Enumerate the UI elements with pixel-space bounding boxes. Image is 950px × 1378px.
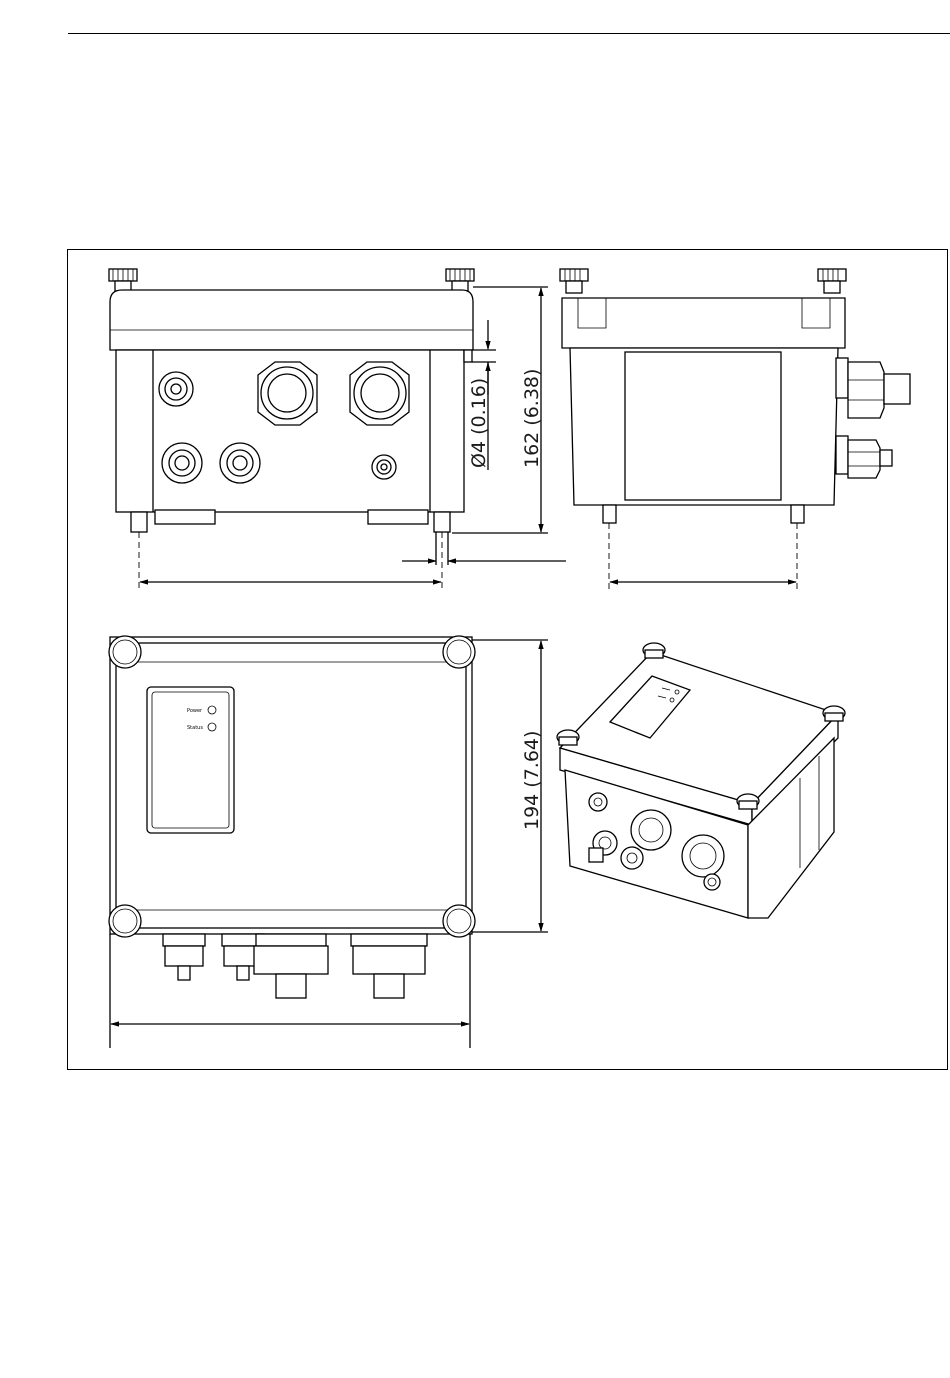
side-knob-left-icon [560, 269, 588, 293]
side-knob-right-icon [818, 269, 846, 293]
height-label: 162 (6.38) [521, 369, 543, 468]
top-view: Power Status [109, 636, 475, 998]
depth-label: 194 (7.64) [521, 731, 543, 830]
hole-diameter-label: Ø4 (0.16) [468, 378, 490, 468]
status-label: Status [187, 725, 203, 731]
front-view [109, 269, 474, 532]
power-label: Power [187, 708, 203, 714]
isometric-view [557, 643, 845, 918]
side-view [560, 269, 910, 523]
